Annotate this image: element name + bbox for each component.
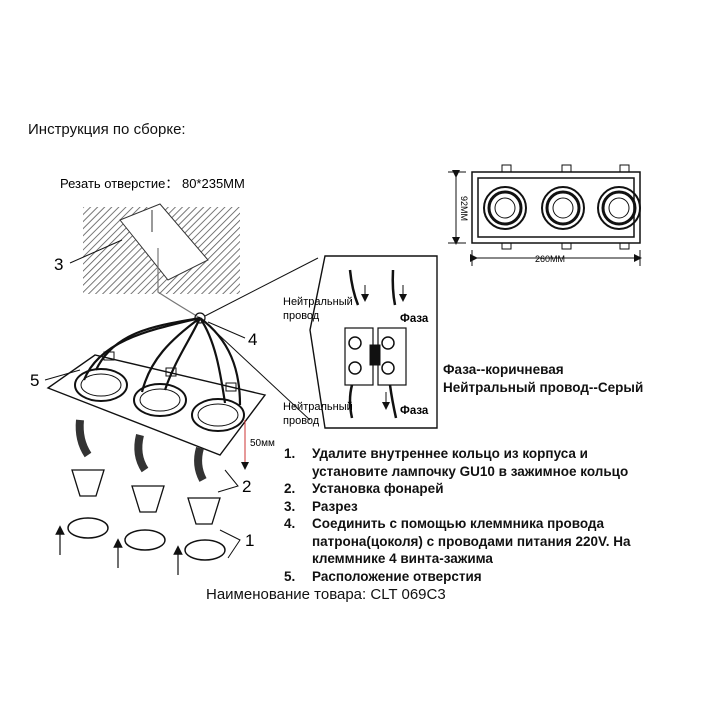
lamp-ring-2 bbox=[541, 186, 585, 230]
step-5: 5.Расположение отверстия bbox=[284, 568, 482, 584]
phase-top-label: Фаза bbox=[400, 313, 429, 325]
height-dimension: 92MM bbox=[459, 196, 469, 221]
drop-dimension: 50мм bbox=[250, 438, 275, 449]
legend-phase: Фаза--коричневая bbox=[443, 362, 564, 377]
lamp-ring-3 bbox=[597, 186, 641, 230]
step-1: 1.Удалите внутреннее кольцо из корпуса и… bbox=[284, 446, 629, 479]
callout-2: 2 bbox=[242, 477, 251, 496]
wiring-detail bbox=[309, 255, 438, 429]
callout-5: 5 bbox=[30, 371, 39, 390]
neutral-bottom-label: Нейтральный провод bbox=[283, 401, 356, 427]
ceiling-cutout bbox=[83, 203, 240, 319]
page-title: Инструкция по сборке: bbox=[28, 121, 186, 138]
fixture-ring-3 bbox=[191, 398, 245, 432]
neutral-top-label: Нейтральный провод bbox=[283, 296, 356, 322]
lamp-ring-1 bbox=[483, 186, 527, 230]
step-2: 2.Установка фонарей bbox=[284, 481, 444, 496]
callout-4: 4 bbox=[248, 330, 257, 349]
product-name: Наименование товара: CLT 069C3 bbox=[206, 586, 446, 603]
fixture-ring-1 bbox=[74, 368, 128, 402]
fixture-top-view bbox=[448, 164, 642, 266]
fixture-perspective bbox=[44, 257, 319, 575]
cutout-label: Резать отверстие： 80*235MM bbox=[60, 176, 245, 191]
instruction-steps: 1.Удалите внутреннее кольцо из корпуса и… bbox=[284, 445, 644, 585]
phase-bottom-label: Фаза bbox=[400, 405, 429, 417]
callout-1: 1 bbox=[245, 531, 254, 550]
fixture-ring-2 bbox=[133, 383, 187, 417]
step-3: 3.Разрез bbox=[284, 498, 358, 514]
step-4: 4.Соединить с помощью клеммника провода … bbox=[284, 516, 631, 566]
width-dimension: 260MM bbox=[535, 254, 565, 264]
legend-neutral: Нейтральный провод--Серый bbox=[443, 380, 644, 395]
callout-3: 3 bbox=[54, 255, 63, 274]
